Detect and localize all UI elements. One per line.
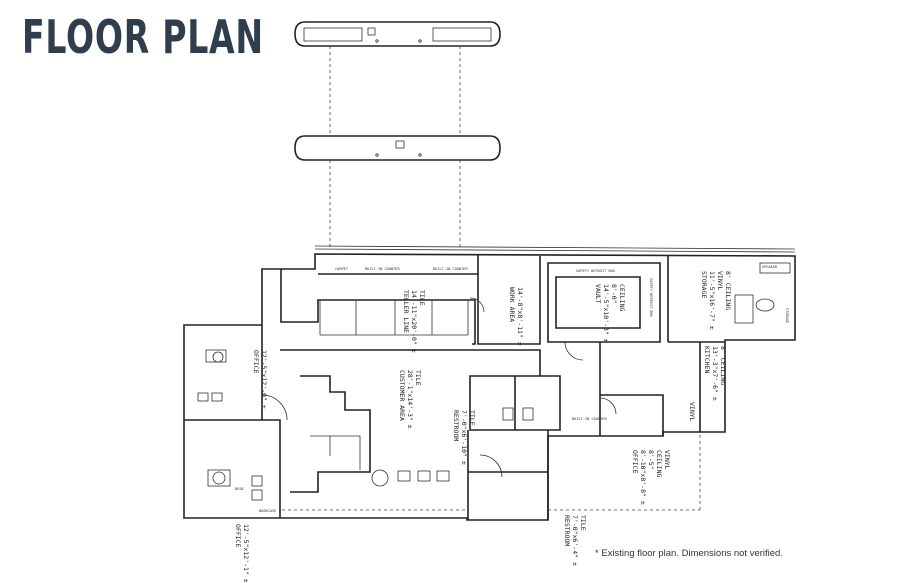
page-title: FLOOR PLAN <box>22 10 264 64</box>
svg-text:8'-10"x8'-8" ±: 8'-10"x8'-8" ± <box>639 450 647 505</box>
room-label-teller-line: TELLER LINE 14'-11"x20'-0" ± TILE <box>402 290 426 353</box>
svg-text:12'-5"x12'-0" ±: 12'-5"x12'-0" ± <box>260 350 268 409</box>
svg-text:SAFETY DEPOSIT BOX: SAFETY DEPOSIT BOX <box>649 278 653 318</box>
svg-text:8'-0": 8'-0" <box>610 284 618 304</box>
svg-text:11'-5"x16'-7" ±: 11'-5"x16'-7" ± <box>708 271 716 330</box>
svg-text:VINYL: VINYL <box>663 450 671 470</box>
room-label-restroom-2: RESTROOM 7'-0"x6'-4" ± TILE <box>563 515 587 566</box>
svg-text:OFFICE: OFFICE <box>252 350 260 374</box>
svg-text:RESTROOM: RESTROOM <box>563 515 571 546</box>
svg-text:CEILING: CEILING <box>655 450 663 477</box>
room-label-office-3: OFFICE 8'-10"x8'-8" ± 8'-5" CEILING VINY… <box>631 450 671 505</box>
room-label-office-2: OFFICE 12'-5"x12'-1" ± <box>234 524 250 583</box>
svg-text:TILE: TILE <box>468 410 476 426</box>
svg-text:CEILING: CEILING <box>618 284 626 311</box>
svg-text:VINYL: VINYL <box>688 402 696 422</box>
svg-text:7'-0"x6'-10" ±: 7'-0"x6'-10" ± <box>460 410 468 465</box>
safety-deposit-box-label: SAFETY DEPOSIT BOX <box>576 269 616 273</box>
svg-text:OFFICE: OFFICE <box>631 450 639 474</box>
svg-text:14'-5"x10'-3" ±: 14'-5"x10'-3" ± <box>602 284 610 343</box>
storage-tag: STORAGE <box>785 308 789 323</box>
built-in-counter-label-3: BUILT-IN COUNTER <box>572 417 607 421</box>
svg-text:TILE: TILE <box>414 370 422 386</box>
building-walls <box>183 245 796 521</box>
svg-text:KITCHEN: KITCHEN <box>703 346 711 373</box>
room-label-work-area: WORK AREA 14'-8"x8'-11" ± <box>508 287 524 346</box>
room-label-customer-area: CUSTOMER AREA 28'-1"x14'-3" ± TILE <box>398 370 422 429</box>
room-label-vinyl: VINYL <box>688 402 696 422</box>
svg-text:28'-1"x14'-3" ±: 28'-1"x14'-3" ± <box>406 370 414 429</box>
room-label-restroom-1: RESTROOM 7'-0"x6'-10" ± TILE <box>452 410 476 465</box>
built-in-counter-label: BUILT-IN COUNTER <box>365 267 400 271</box>
bookcase-tag: BOOKCASE <box>259 509 276 513</box>
desk-tag: DESK <box>235 487 244 491</box>
speaker-tag: SPEAKER <box>762 265 778 269</box>
svg-text:TELLER LINE: TELLER LINE <box>402 290 410 333</box>
svg-text:VINYL: VINYL <box>716 271 724 291</box>
svg-text:TILE: TILE <box>418 290 426 306</box>
svg-text:14'-8"x8'-11" ±: 14'-8"x8'-11" ± <box>516 287 524 346</box>
svg-text:TILE: TILE <box>579 515 587 531</box>
built-in-counter-label-2: BUILT-IN COUNTER <box>433 267 468 271</box>
svg-text:CUSTOMER AREA: CUSTOMER AREA <box>398 370 406 421</box>
svg-text:VAULT: VAULT <box>594 284 602 304</box>
svg-text:12'-5"x12'-1" ±: 12'-5"x12'-1" ± <box>242 524 250 583</box>
drive-thru-canopy <box>294 21 501 250</box>
property-line <box>282 432 701 511</box>
carpet-tag: CARPET <box>335 267 349 271</box>
svg-text:13'-3"x7'-6" ±: 13'-3"x7'-6" ± <box>711 346 719 401</box>
svg-text:8' CEILING: 8' CEILING <box>719 346 727 385</box>
svg-text:8' CEILING: 8' CEILING <box>724 271 732 310</box>
svg-text:RESTROOM: RESTROOM <box>452 410 460 441</box>
safety-deposit-box-side-label: SAFETY DEPOSIT BOX <box>649 278 653 318</box>
svg-text:STORAGE: STORAGE <box>785 308 789 323</box>
room-label-kitchen: KITCHEN 13'-3"x7'-6" ± 8' CEILING <box>703 346 727 401</box>
svg-text:OFFICE: OFFICE <box>234 524 242 548</box>
room-label-vault: VAULT 14'-5"x10'-3" ± 8'-0" CEILING <box>594 284 626 343</box>
svg-text:WORK AREA: WORK AREA <box>508 287 516 322</box>
room-label-office-1: OFFICE 12'-5"x12'-0" ± <box>252 350 268 409</box>
svg-text:8'-5": 8'-5" <box>647 450 655 470</box>
svg-text:7'-0"x6'-4" ±: 7'-0"x6'-4" ± <box>571 515 579 566</box>
footnote: * Existing floor plan. Dimensions not ve… <box>595 548 783 559</box>
svg-text:STORAGE: STORAGE <box>700 271 708 298</box>
room-label-storage: STORAGE 11'-5"x16'-7" ± VINYL 8' CEILING <box>700 271 732 330</box>
svg-text:14'-11"x20'-0" ±: 14'-11"x20'-0" ± <box>410 290 418 353</box>
